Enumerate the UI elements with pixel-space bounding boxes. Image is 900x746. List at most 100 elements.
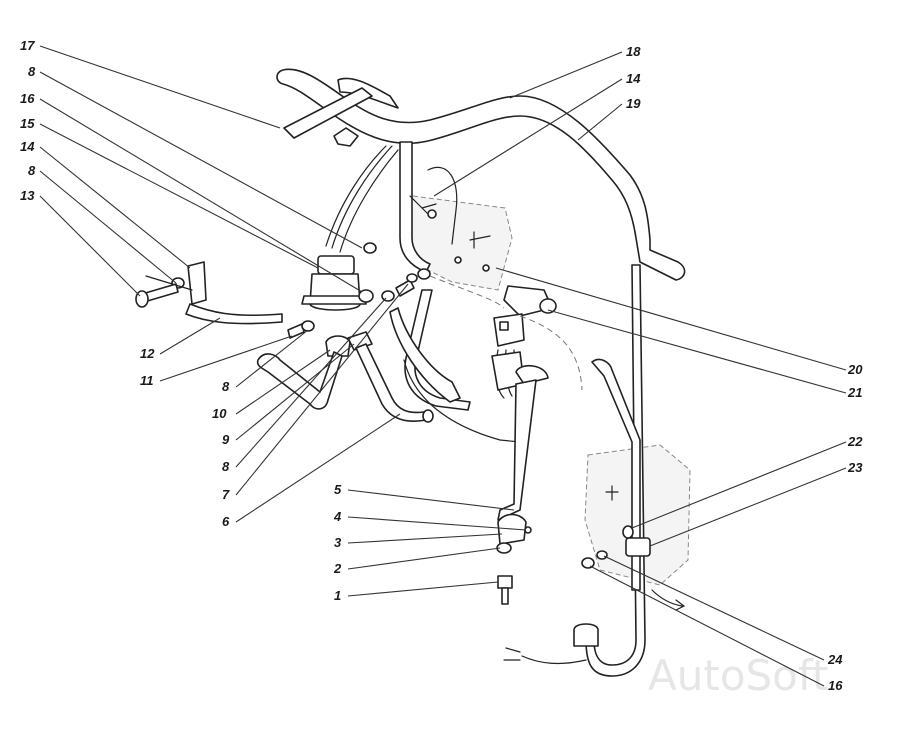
leader-18	[509, 51, 623, 99]
leader-9	[235, 343, 355, 441]
connector-10	[325, 335, 351, 357]
leader-8-b	[39, 170, 177, 284]
bracket-14-left	[187, 261, 207, 305]
leader-13	[39, 195, 141, 297]
connector-21-pin	[499, 321, 509, 331]
harness-end-cap	[573, 623, 599, 647]
relay-cap-15	[317, 255, 355, 275]
watermark-text: AutoSoft	[648, 651, 828, 700]
clamp-23	[625, 537, 651, 557]
leader-6	[235, 413, 401, 523]
tie-strap-17	[283, 87, 373, 139]
callout-8-c: 8	[222, 379, 230, 394]
lower-harness-5	[497, 379, 537, 521]
dash-connector-link	[519, 315, 583, 391]
callout-2: 2	[333, 561, 342, 576]
leader-8-d	[235, 297, 387, 468]
leader-11	[159, 335, 293, 382]
stud-plate	[469, 231, 491, 249]
callout-5: 5	[334, 482, 342, 497]
hose-7	[256, 351, 343, 410]
bracket-14-upper	[409, 195, 437, 215]
wire-loop-plate	[427, 166, 458, 245]
callout-16-a: 16	[20, 91, 35, 106]
leader-4	[347, 516, 527, 531]
washer-24	[596, 550, 608, 560]
harness-wire-end	[503, 647, 587, 665]
hole-plate-b	[482, 264, 490, 272]
leader-17	[39, 45, 281, 129]
washer-relay	[358, 289, 374, 303]
screw-11	[287, 323, 305, 339]
leader-8-a	[39, 71, 363, 249]
callout-8-d: 8	[222, 459, 230, 474]
leader-15	[39, 123, 319, 269]
leader-5	[347, 489, 515, 511]
hole-plate-a	[454, 256, 462, 264]
stud-lower-plate	[605, 485, 619, 501]
nut-16-lower	[581, 557, 595, 569]
leader-lines	[39, 45, 847, 687]
callout-7: 7	[222, 487, 230, 502]
tube-12	[185, 303, 283, 325]
clamp-ring-upper	[515, 365, 549, 385]
callout-8-b: 8	[28, 163, 36, 178]
leader-24	[603, 555, 825, 661]
callout-15: 15	[20, 116, 35, 131]
harness-drop-to-plate	[399, 141, 431, 273]
fastener-22	[622, 525, 634, 539]
callout-12: 12	[140, 346, 155, 361]
callout-14-b: 14	[626, 71, 641, 86]
callout-24: 24	[827, 652, 843, 667]
bolt-1-head	[497, 575, 513, 589]
callout-19: 19	[626, 96, 641, 111]
connector-20-boss	[539, 298, 557, 314]
leader-16-b	[589, 565, 825, 687]
callout-17-top: 17	[20, 38, 35, 53]
callout-4: 4	[333, 509, 342, 524]
callout-21: 21	[847, 385, 862, 400]
washer-near-bolt	[406, 273, 418, 283]
screw-plate-a	[427, 209, 437, 219]
hose-6-end	[422, 409, 434, 423]
washer-8-lower	[381, 290, 395, 302]
leader-16-a	[39, 98, 363, 293]
leader-10	[235, 349, 331, 415]
washer-8-mid	[301, 320, 315, 332]
clip-near-strap	[333, 127, 359, 147]
leader-20	[495, 267, 847, 371]
callout-18: 18	[626, 44, 641, 59]
callout-20: 20	[847, 362, 863, 377]
dash-plate-link	[429, 275, 505, 309]
callout-10: 10	[212, 406, 227, 421]
callout-16-b: 16	[828, 678, 843, 693]
callout-22: 22	[847, 434, 863, 449]
callout-13: 13	[20, 188, 35, 203]
leader-7	[235, 283, 409, 496]
callout-6: 6	[222, 514, 230, 529]
leader-14-b	[433, 78, 623, 197]
leader-19	[577, 103, 623, 141]
bolt-1-shank	[501, 587, 509, 605]
callout-labels: 17 8 16 15 14 8 13 12 11 8 10 9 8 7 6 5 …	[20, 38, 863, 693]
leader-22	[631, 441, 847, 529]
nut-8-upper	[363, 242, 377, 254]
callout-14-a: 14	[20, 139, 35, 154]
leader-23	[649, 467, 847, 547]
callout-23: 23	[847, 460, 863, 475]
wire-to-lower	[403, 359, 521, 443]
callout-3: 3	[334, 535, 342, 550]
callout-1: 1	[334, 588, 341, 603]
leader-12	[159, 317, 221, 355]
leader-21	[547, 309, 847, 394]
leader-8-c	[235, 329, 309, 388]
leader-2	[347, 547, 501, 570]
nut-near-plate	[417, 268, 431, 280]
main-harness-trunk	[276, 68, 686, 281]
callout-11: 11	[140, 373, 154, 388]
relay-flange-15	[301, 295, 367, 305]
callout-8-a: 8	[28, 64, 36, 79]
leader-14-a	[39, 146, 191, 269]
callout-9: 9	[222, 432, 230, 447]
